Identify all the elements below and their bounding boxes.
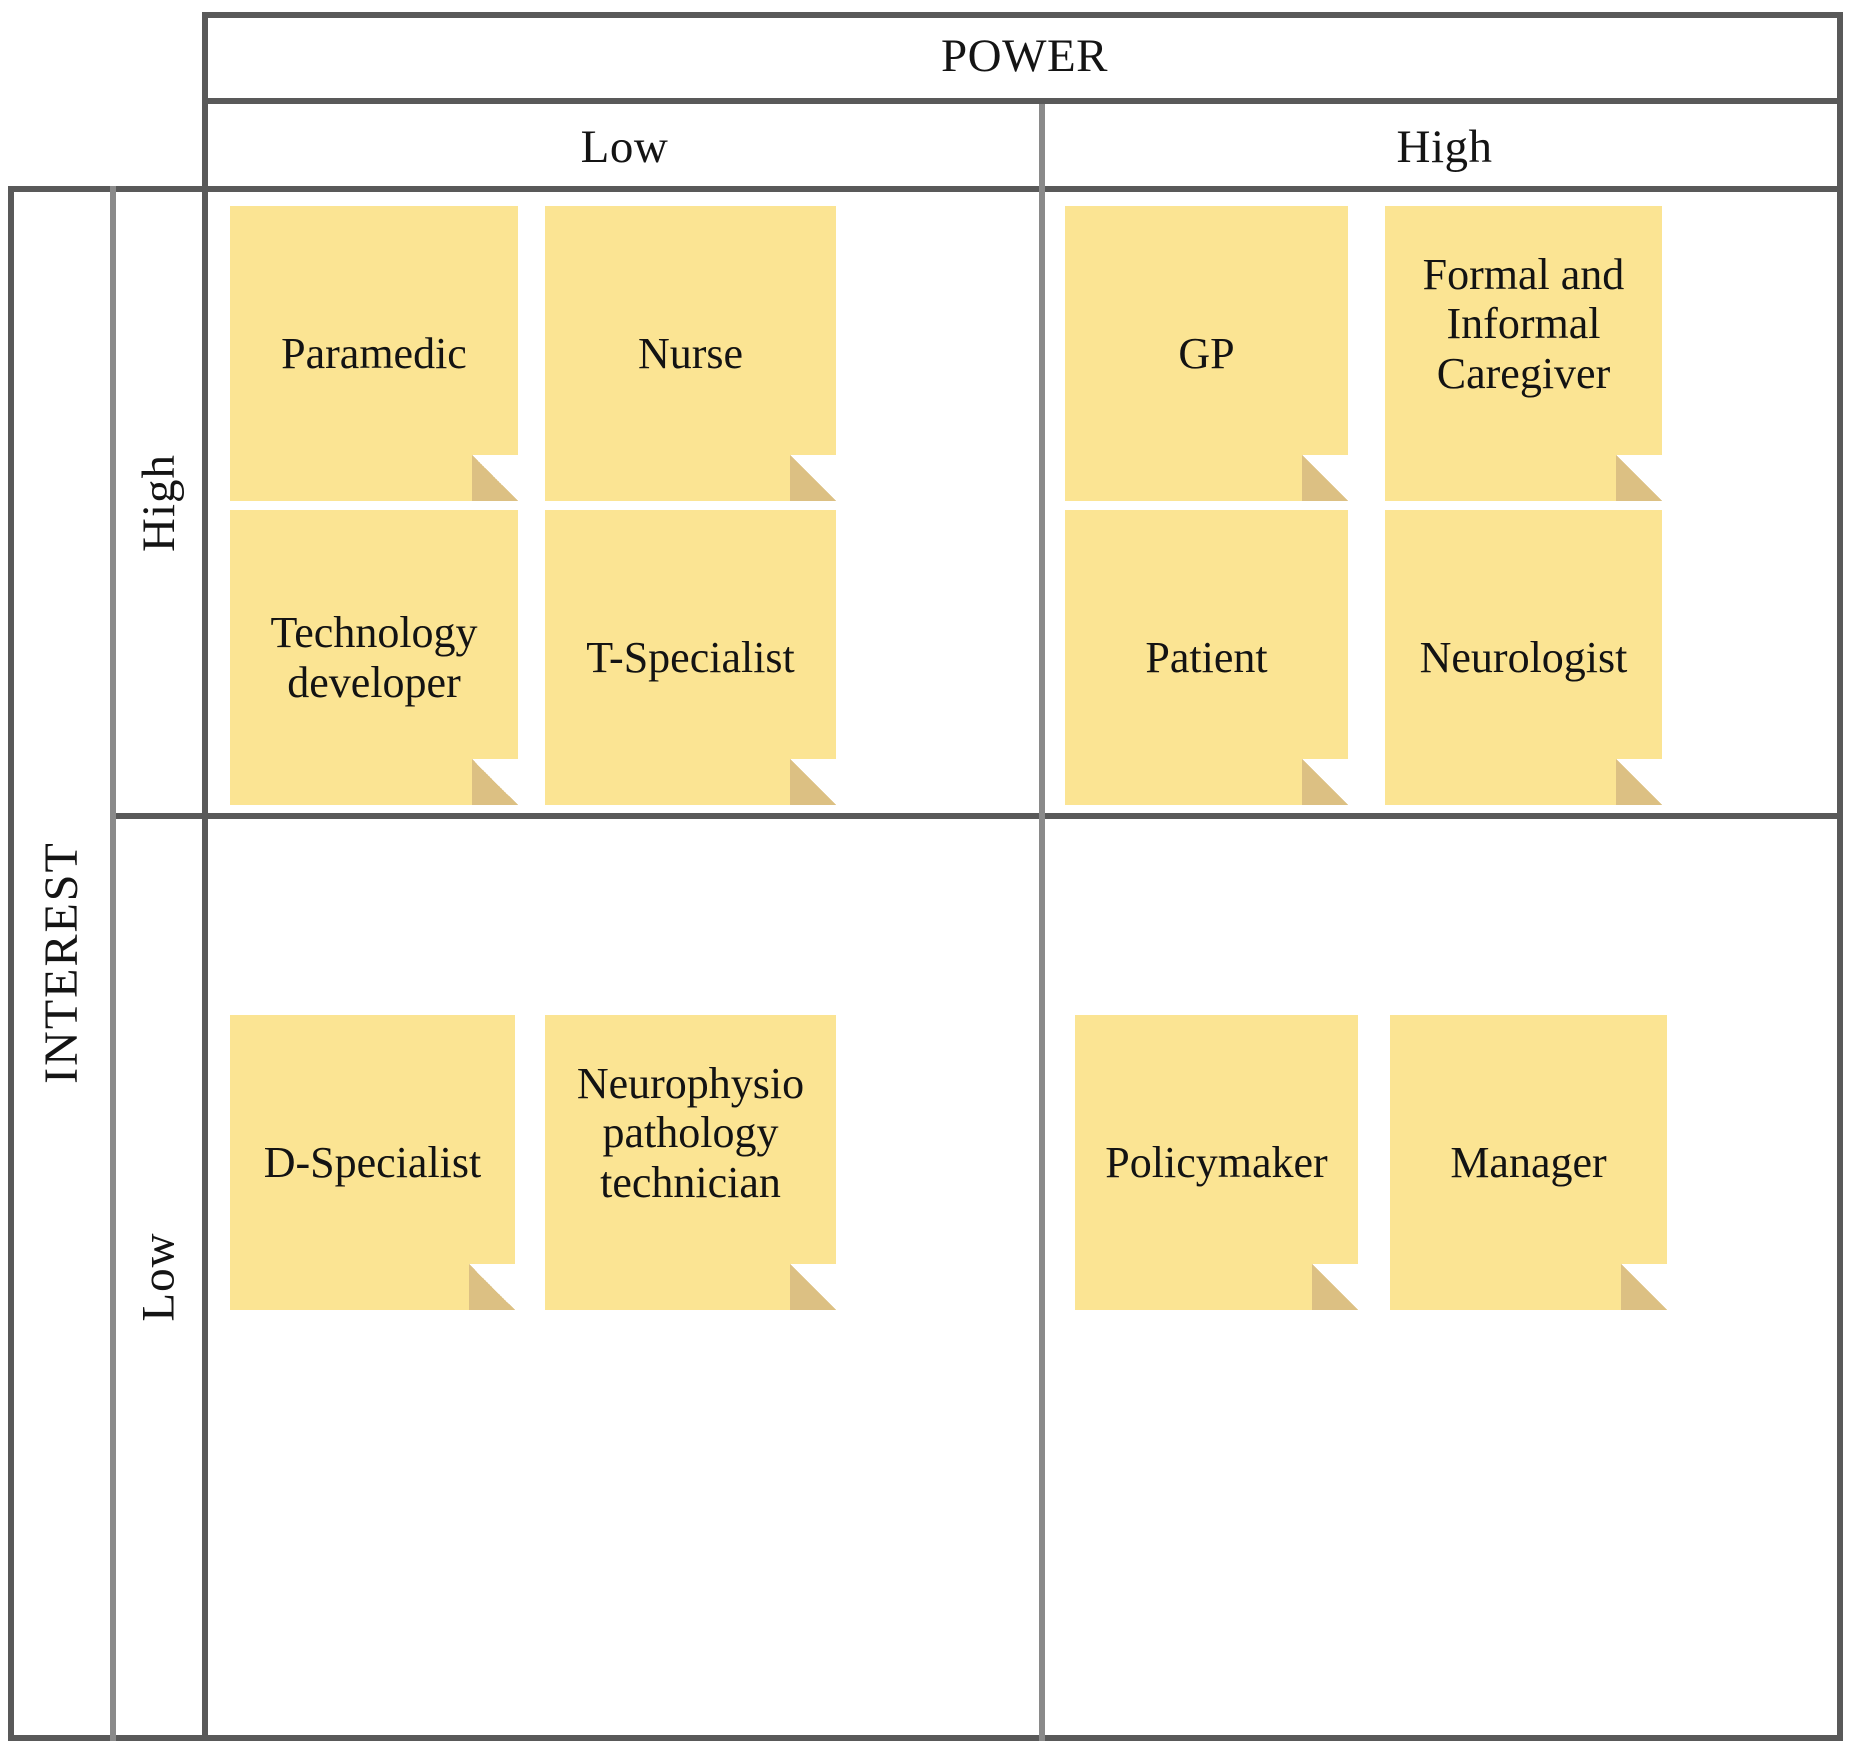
sticky-note[interactable]: Paramedic xyxy=(230,206,518,501)
row-header-low-interest: Low xyxy=(116,818,202,1735)
folded-corner-icon xyxy=(1621,1264,1667,1310)
folded-corner-icon xyxy=(469,1264,515,1310)
column-header-high-power: High xyxy=(1396,121,1493,173)
grid-line-top xyxy=(206,12,1843,18)
sticky-note-label: Neurologist xyxy=(1419,632,1628,682)
folded-corner-icon xyxy=(790,1264,836,1310)
sticky-note-label: Manager xyxy=(1450,1137,1607,1187)
grid-line-interest-label-divider xyxy=(110,186,116,1741)
sticky-note[interactable]: T-Specialist xyxy=(545,510,836,805)
folded-corner-icon xyxy=(1302,759,1348,805)
sticky-note[interactable]: Patient xyxy=(1065,510,1348,805)
folded-corner-icon xyxy=(1616,759,1662,805)
sticky-note-label: Formal and Informal Caregiver xyxy=(1422,250,1625,398)
sticky-note-label: GP xyxy=(1178,328,1235,378)
sticky-note[interactable]: D-Specialist xyxy=(230,1015,515,1310)
sticky-note-label: Paramedic xyxy=(281,328,467,378)
sticky-note[interactable]: Formal and Informal Caregiver xyxy=(1385,206,1662,501)
sticky-note-label: Technology developer xyxy=(270,608,478,707)
row-header-high-interest: High xyxy=(116,190,202,816)
grid-line-bottom xyxy=(8,1735,1843,1741)
folded-corner-icon xyxy=(1302,455,1348,501)
quadrant-low-power-low-interest: D-Specialist Neurophysio pathology techn… xyxy=(208,819,1043,1735)
grid-line-header-bottom xyxy=(8,186,1843,192)
sticky-note[interactable]: Manager xyxy=(1390,1015,1667,1310)
sticky-note-label: Policymaker xyxy=(1105,1137,1328,1187)
folded-corner-icon xyxy=(1616,455,1662,501)
quadrant-low-power-high-interest: Paramedic Nurse Technology developer T-S… xyxy=(208,192,1043,816)
sticky-note-label: D-Specialist xyxy=(263,1137,482,1187)
sticky-note[interactable]: Nurse xyxy=(545,206,836,501)
grid-line-interest-divider xyxy=(116,813,1843,819)
folded-corner-icon xyxy=(1312,1264,1358,1310)
grid-line-left-outer xyxy=(8,186,14,1741)
folded-corner-icon xyxy=(790,455,836,501)
power-axis-title: POWER xyxy=(941,30,1108,82)
sticky-note-label: Nurse xyxy=(637,328,744,378)
folded-corner-icon xyxy=(472,455,518,501)
sticky-note[interactable]: Technology developer xyxy=(230,510,518,805)
sticky-note-label: Neurophysio pathology technician xyxy=(576,1059,805,1207)
grid-line-power-divider xyxy=(1039,104,1045,1741)
quadrant-high-power-high-interest: GP Formal and Informal Caregiver Patient… xyxy=(1045,192,1843,816)
sticky-note-label: Patient xyxy=(1145,632,1268,682)
sticky-note-label: T-Specialist xyxy=(586,632,795,682)
row-header-high-interest-text: High xyxy=(133,454,185,552)
sticky-note[interactable]: Neurologist xyxy=(1385,510,1662,805)
grid-line-body-left xyxy=(202,12,208,1741)
grid-line-power-subheader xyxy=(206,98,1843,104)
grid-line-right-outer xyxy=(1837,12,1843,1741)
folded-corner-icon xyxy=(790,759,836,805)
sticky-note[interactable]: Neurophysio pathology technician xyxy=(545,1015,836,1310)
sticky-note[interactable]: GP xyxy=(1065,206,1348,501)
row-header-low-interest-text: Low xyxy=(133,1231,185,1322)
sticky-note[interactable]: Policymaker xyxy=(1075,1015,1358,1310)
interest-axis-title-text: INTEREST xyxy=(34,841,88,1084)
quadrant-high-power-low-interest: Policymaker Manager xyxy=(1045,819,1843,1735)
folded-corner-icon xyxy=(472,759,518,805)
column-header-low-power: Low xyxy=(580,121,669,173)
interest-axis-title: INTEREST xyxy=(8,190,114,1735)
